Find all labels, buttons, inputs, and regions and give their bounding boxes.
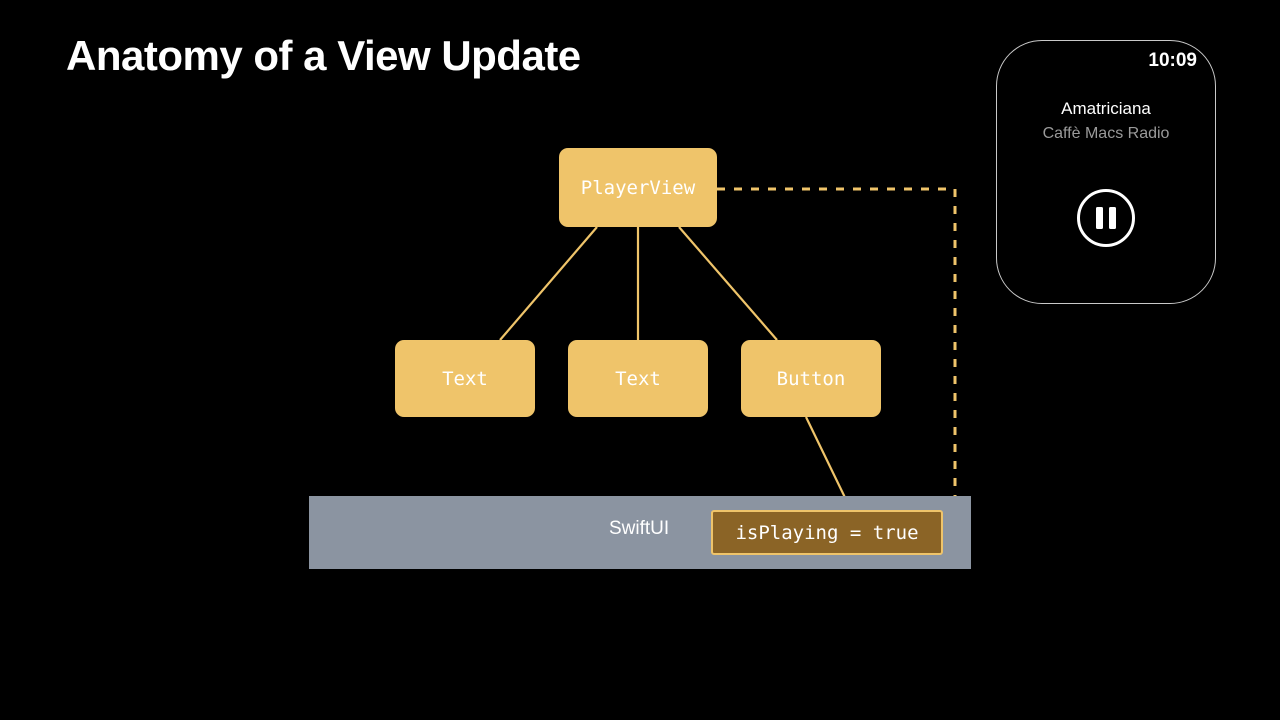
state-box-isplaying[interactable]: isPlaying = true [711, 510, 943, 555]
view-node-text-1[interactable]: Text [395, 340, 535, 417]
view-node-button[interactable]: Button [741, 340, 881, 417]
view-node-text-2[interactable]: Text [568, 340, 708, 417]
pause-bar-right [1109, 207, 1116, 229]
swiftui-framework-bar: SwiftUI isPlaying = true [309, 496, 971, 569]
watch-track-subtitle: Caffè Macs Radio [1042, 125, 1170, 142]
edge-playerview-button [678, 226, 778, 341]
view-node-label: Button [776, 367, 846, 390]
watch-track-title: Amatriciana [1061, 99, 1151, 118]
view-node-playerview[interactable]: PlayerView [559, 148, 717, 227]
pause-bar-left [1096, 207, 1103, 229]
page-title: Anatomy of a View Update [66, 32, 581, 79]
edge-playerview-text1 [499, 226, 598, 341]
state-box-label: isPlaying = true [735, 521, 919, 544]
view-node-label: Text [442, 367, 488, 390]
apple-watch-preview: 10:09 Amatriciana Caffè Macs Radio [996, 40, 1216, 304]
view-node-label: Text [615, 367, 661, 390]
view-node-label: PlayerView [580, 176, 696, 199]
watch-status-time: 10:09 [1148, 50, 1197, 71]
pause-icon[interactable] [1077, 189, 1135, 247]
swiftui-label: SwiftUI [609, 518, 670, 539]
